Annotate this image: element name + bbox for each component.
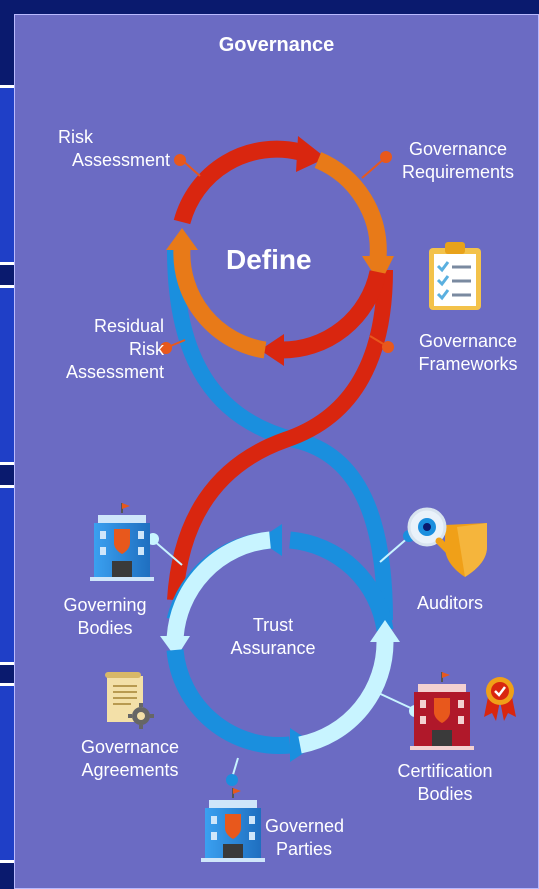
- magnifier-shield-icon: [407, 507, 487, 577]
- top-cycle-red-arc-bottom: [279, 270, 387, 359]
- bottom-cycle-blue-arc-bottom: [166, 649, 291, 754]
- top-connector-dots: [160, 151, 394, 354]
- risk-assessment-label: Risk Assessment: [58, 127, 170, 170]
- governed-parties-label: Governed Parties: [265, 816, 345, 859]
- top-arrowhead-red-bottom: [260, 334, 284, 366]
- governance-requirements-label: Governance Requirements: [401, 139, 515, 182]
- bottom-cycle-blue-arc-right: [289, 531, 394, 632]
- building-icon: [90, 503, 154, 581]
- clipboard-checklist-icon: [429, 242, 481, 310]
- certified-building-icon: [410, 672, 474, 750]
- trust-assurance-label: Trust Assurance: [230, 615, 316, 658]
- bottom-arrowhead-light-right: [370, 620, 400, 642]
- top-cycle-red-arc: [173, 140, 303, 225]
- contract-document-gear-icon: [105, 672, 154, 729]
- red-strand-upper: [167, 269, 393, 601]
- top-cycle-orange-arc-left: [173, 247, 267, 359]
- diagram-title: Governance: [218, 34, 335, 56]
- top-arrowhead-orange-left: [166, 228, 198, 250]
- bottom-cycle-light-arc-left: [166, 531, 271, 641]
- governed-parties-building-icon: [201, 788, 265, 862]
- governance-frameworks-label: Governance Frameworks: [418, 331, 518, 374]
- top-cycle-center-label: Define: [226, 244, 312, 275]
- certification-bodies-label: Certification Bodies: [397, 761, 493, 804]
- bottom-cycle-light-arc-right: [298, 639, 394, 754]
- top-arrowhead-orange: [362, 256, 394, 284]
- ribbon-badge-icon: [484, 677, 516, 721]
- top-arrowhead-red: [296, 136, 326, 172]
- bottom-arrowhead-light-left: [160, 636, 190, 658]
- governance-agreements-label: Governance Agreements: [80, 737, 180, 780]
- auditors-label: Auditors: [416, 593, 484, 613]
- residual-risk-assessment-label: Residual Risk Assessment: [65, 316, 164, 382]
- governing-bodies-label: Governing Bodies: [63, 595, 147, 638]
- top-cycle-orange-arc-right: [314, 152, 387, 259]
